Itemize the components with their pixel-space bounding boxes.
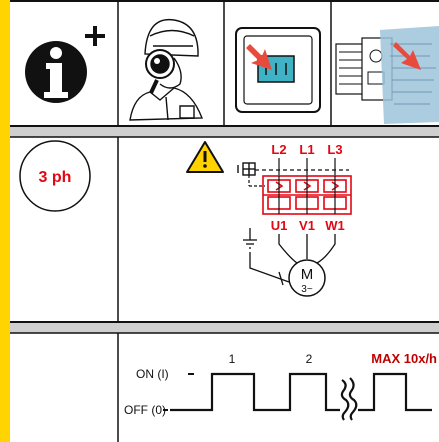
info-plus-icon [25,26,105,103]
motor-letter: M [301,266,314,283]
phase-badge [19,140,91,212]
switching-cycle-waveform [170,372,432,421]
terminal-label-w1: W1 [325,218,345,233]
line-label-l2: L2 [271,142,286,157]
pulse-label-2: 2 [306,352,313,366]
manual-switch-icon [237,162,256,176]
motor-blueprint-icon [335,26,439,124]
phase-badge-label: 3 ph [39,169,72,186]
relay-through-lines [278,176,336,214]
off-label: OFF (0) [124,403,166,417]
contactor-dashed-links [248,158,349,187]
line-label-l3: L3 [327,142,342,157]
line-label-l1: L1 [299,142,314,157]
on-label: ON (I) [136,367,169,381]
motor-symbol-icon: M 3~ [288,259,326,297]
warning-triangle-icon [186,141,224,173]
technician-magnifier-icon [129,18,204,121]
motor-leads [278,234,336,264]
terminal-label-u1: U1 [271,218,288,233]
max-frequency-label: MAX 10x/h [371,351,437,366]
control-box-icon [235,27,321,113]
motor-type: 3~ [301,284,313,295]
pulse-label-1: 1 [229,352,236,366]
yellow-accent-bar [0,0,10,442]
ground-icon [243,228,290,286]
top-row [10,0,439,138]
terminal-label-v1: V1 [299,218,315,233]
wiring-section [10,137,439,334]
